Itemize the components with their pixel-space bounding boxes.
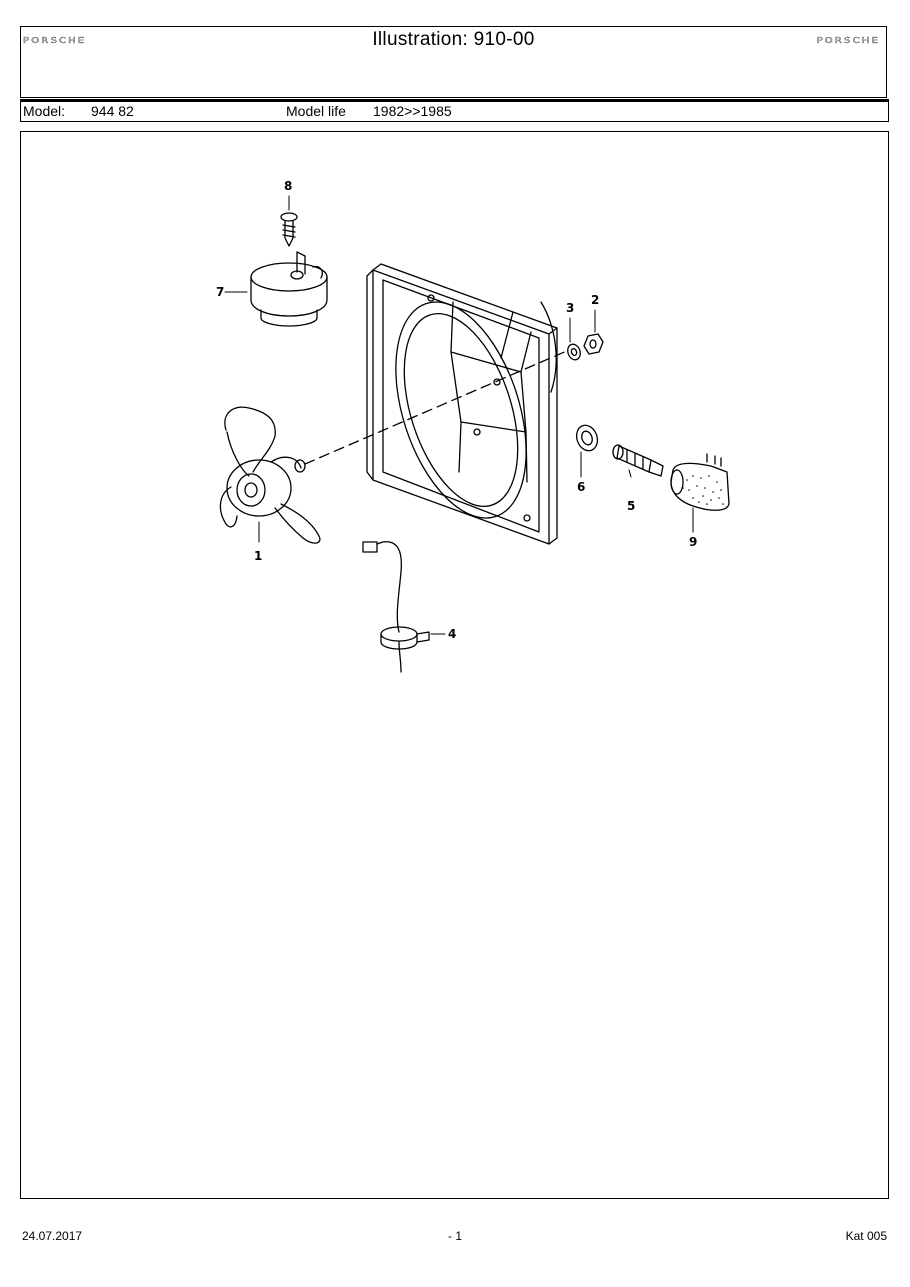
porsche-logo-right: PORSCHE	[816, 37, 880, 46]
fan-shroud	[366, 263, 558, 545]
plug-stipple	[682, 475, 724, 505]
model-info-row: Model: 944 82 Model life 1982>>1985	[20, 99, 889, 122]
assembly-axis-line	[304, 349, 570, 465]
fan-motor	[250, 251, 328, 327]
sealing-ring	[575, 424, 599, 452]
thermo-switch	[612, 444, 664, 477]
model-label: Model:	[23, 103, 66, 119]
model-life-value: 1982>>1985	[373, 103, 452, 119]
footer-catalog: Kat 005	[845, 1229, 887, 1243]
illustration-frame: 1 2 3 4 5 6 7 8 9	[20, 131, 889, 1199]
callout-5: 5	[627, 499, 635, 513]
washer	[567, 343, 581, 361]
plug-housing	[670, 453, 730, 511]
cable-and-clamp	[362, 541, 430, 673]
callout-2: 2	[591, 293, 599, 307]
callout-7: 7	[216, 285, 224, 299]
page-title: Illustration: 910-00	[372, 29, 535, 50]
leader-lines	[224, 195, 694, 635]
callout-3: 3	[566, 301, 574, 315]
porsche-logo-left: PORSCHE	[23, 37, 87, 46]
model-life-label: Model life	[286, 103, 346, 119]
callout-9: 9	[689, 535, 697, 549]
hex-nut	[583, 333, 604, 355]
screw	[280, 212, 298, 247]
callout-8: 8	[284, 179, 292, 193]
footer-date: 24.07.2017	[22, 1229, 83, 1243]
callout-4: 4	[448, 627, 456, 641]
fan-blade	[219, 406, 321, 544]
model-value: 944 82	[91, 103, 134, 119]
callout-6: 6	[577, 480, 585, 494]
footer-page-number: - 1	[447, 1229, 462, 1243]
fan-assembly-drawing: 1 2 3 4 5 6 7 8 9	[216, 179, 730, 673]
callout-1: 1	[254, 549, 262, 563]
header-box: PORSCHE Illustration: 910-00 PORSCHE	[20, 26, 887, 98]
